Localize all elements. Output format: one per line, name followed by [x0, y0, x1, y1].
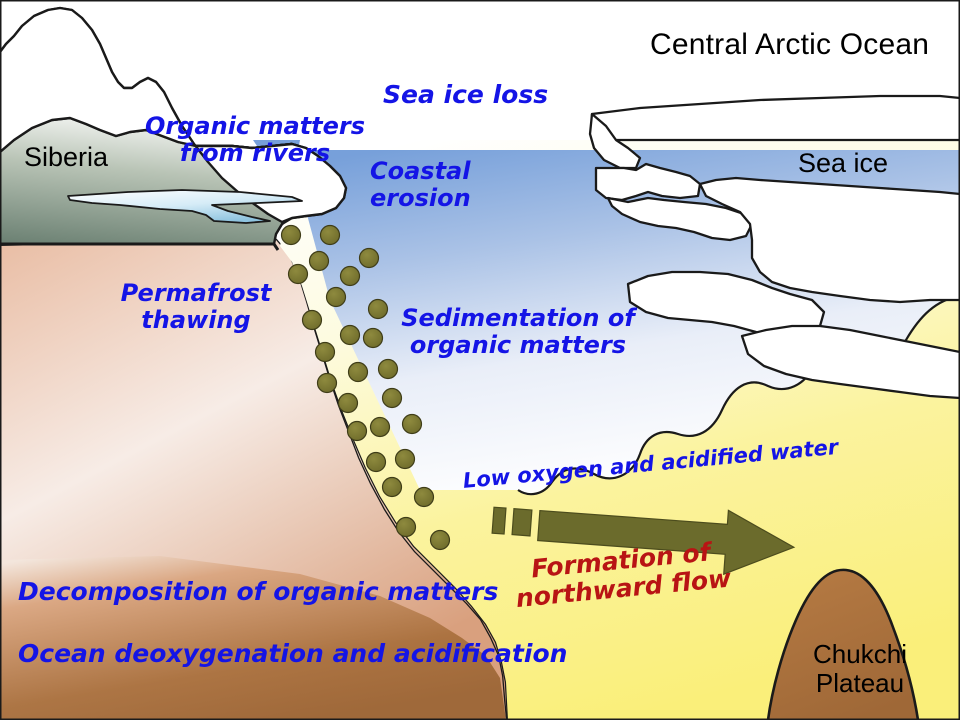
sea-ice-loss-label: Sea ice loss: [383, 80, 549, 109]
chukchi-plateau-label: Chukchi Plateau: [790, 639, 930, 699]
page-title: Central Arctic Ocean: [650, 28, 930, 61]
chukchi-plateau: [766, 568, 920, 720]
chukchi-line2: Plateau: [815, 668, 905, 699]
sedimentation-line1: Sedimentation of: [401, 304, 635, 332]
siberia-label: Siberia: [24, 142, 109, 172]
seafloor-brown-mass: [0, 240, 506, 720]
sedimentation-label: Sedimentation of organic matters: [398, 305, 638, 359]
permafrost-thawing-line1: Permafrost: [120, 279, 272, 307]
northward-flow-arrow: [491, 506, 796, 576]
decomposition-label: Decomposition of organic matters: [18, 577, 499, 606]
coastal-erosion-label: Coastal erosion: [370, 158, 471, 212]
deoxygenation-label: Ocean deoxygenation and acidification: [18, 639, 568, 668]
organic-matters-line2: from rivers: [179, 138, 331, 167]
sea-ice-floes: [588, 94, 960, 400]
coastal-erosion-line2: erosion: [370, 183, 471, 212]
arrow-dash-2: [511, 508, 533, 537]
sea-ice-label: Sea ice: [798, 148, 889, 178]
organic-matters-line1: Organic matters: [145, 112, 366, 140]
coastal-erosion-line1: Coastal: [370, 157, 471, 185]
permafrost-thawing-line2: thawing: [141, 305, 251, 334]
arrow-body: [537, 509, 796, 576]
sedimentation-line2: organic matters: [409, 330, 627, 359]
permafrost-thawing-label: Permafrost thawing: [116, 280, 276, 334]
chukchi-line1: Chukchi: [813, 639, 907, 669]
siberia-land-top: [0, 6, 348, 251]
arrow-dash-1: [491, 506, 507, 535]
organic-matters-rivers-label: Organic matters from rivers: [145, 113, 365, 167]
sediment-particles: [280, 224, 451, 551]
